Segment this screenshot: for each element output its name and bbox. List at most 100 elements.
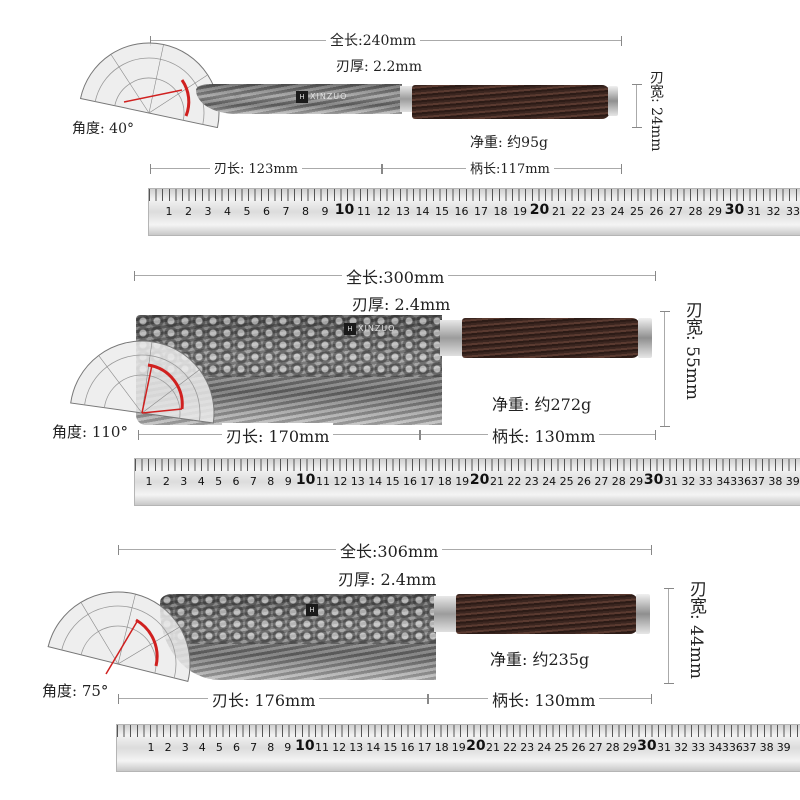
ruler-number: 28 — [688, 205, 703, 218]
ruler-number: 4 — [224, 205, 231, 218]
total-length-label: 全长:300mm — [342, 264, 449, 288]
ruler-number: 6 — [232, 475, 240, 488]
ruler-number: 34 — [716, 475, 731, 488]
ruler-number: 23 — [591, 205, 605, 218]
ruler-number: 20 — [469, 472, 490, 488]
ruler-number: 22 — [503, 741, 518, 754]
ruler-number: 6 — [263, 205, 270, 218]
ruler-number: 24 — [610, 205, 625, 218]
brand-logo: H — [306, 604, 318, 616]
ruler-number: 30 — [637, 738, 657, 754]
ruler-number: 34 — [708, 741, 723, 754]
ruler-number: 30 — [724, 202, 745, 218]
knife-1-handle — [412, 85, 610, 119]
ruler-number: 28 — [611, 475, 626, 488]
ruler-number: 11 — [315, 741, 329, 754]
ruler-number: 4 — [198, 741, 206, 754]
width-label: 刃宽: 55mm — [680, 301, 705, 401]
knife-3-blade — [160, 594, 436, 680]
ruler-number: 33 — [691, 741, 706, 754]
ruler-number: 20 — [466, 738, 486, 754]
weight-label: 净重: 约235g — [486, 646, 594, 670]
width-line — [660, 311, 670, 427]
ruler-number: 25 — [630, 205, 644, 218]
ruler-number: 14 — [368, 475, 383, 488]
ruler-number: 27 — [594, 475, 609, 488]
ruler-number: 14 — [415, 205, 430, 218]
ruler-number: 3 — [204, 205, 212, 218]
ruler-number: 19 — [451, 741, 466, 754]
blade-length-label: 刃长: 123mm — [210, 158, 302, 177]
angle-label: 角度: 110° — [52, 423, 128, 441]
thickness-label: 刃厚: 2.2mm — [332, 56, 426, 76]
ruler-number: 14 — [366, 741, 381, 754]
ruler-number: 26 — [577, 475, 591, 488]
ruler-number: 24 — [542, 475, 557, 488]
ruler-number: 3 — [180, 475, 188, 488]
ruler-number: 24 — [537, 741, 552, 754]
ruler-number: 13 — [396, 205, 410, 218]
width-line — [664, 588, 674, 684]
ruler-ticks — [117, 725, 800, 737]
knife-3-handle — [456, 594, 638, 634]
ruler-number: 10 — [334, 202, 355, 218]
blade-length-label: 刃长: 176mm — [208, 687, 320, 711]
width-line — [632, 84, 642, 128]
ruler-number: 31 — [657, 741, 671, 754]
ruler-number: 8 — [302, 205, 309, 218]
angle-label: 角度: 40° — [72, 121, 134, 137]
ruler-number: 12 — [333, 475, 348, 488]
ruler-number: 38 — [759, 741, 774, 754]
ruler-number: 23 — [524, 475, 539, 488]
ruler-number: 8 — [267, 475, 275, 488]
ruler-number: 9 — [321, 205, 329, 218]
knife-1-endcap — [608, 86, 618, 116]
ruler-number: 8 — [267, 741, 275, 754]
weight-label: 净重: 约272g — [488, 391, 596, 415]
knife-2-bolster — [440, 320, 464, 356]
ruler-number: 15 — [383, 741, 398, 754]
ruler-number: 27 — [669, 205, 683, 218]
ruler-number: 32 — [766, 205, 781, 218]
ruler-number: 21 — [486, 741, 500, 754]
ruler-number: 7 — [249, 475, 257, 488]
ruler-number: 27 — [588, 741, 603, 754]
ruler-number: 17 — [417, 741, 432, 754]
ruler-number: 16 — [403, 475, 417, 488]
ruler-number: 33 — [786, 205, 800, 218]
ruler-ticks — [135, 459, 800, 471]
knife-2-handle — [462, 318, 640, 358]
ruler-number: 3 — [181, 741, 189, 754]
ruler-number: 28 — [605, 741, 620, 754]
weight-label: 净重: 约95g — [466, 132, 552, 152]
ruler-number: 18 — [437, 475, 452, 488]
ruler-number: 25 — [554, 741, 569, 754]
ruler-number: 9 — [284, 741, 292, 754]
total-length-label: 全长:306mm — [336, 538, 443, 562]
ruler-number: 17 — [420, 475, 435, 488]
angle-label: 角度: 75° — [42, 682, 109, 700]
brand-name: XINZUO — [310, 92, 348, 101]
ruler-number: 17 — [474, 205, 488, 218]
ruler-number: 16 — [454, 205, 469, 218]
ruler-number: 29 — [708, 205, 722, 218]
ruler-number: 33 — [698, 475, 713, 488]
ruler-number: 2 — [164, 741, 172, 754]
ruler-number: 22 — [507, 475, 522, 488]
ruler-number: 21 — [552, 205, 566, 218]
ruler-number: 39 — [785, 475, 800, 488]
ruler-number: 5 — [215, 741, 223, 754]
ruler-number: 12 — [332, 741, 347, 754]
ruler-number: 23 — [520, 741, 535, 754]
ruler-number: 1 — [147, 741, 155, 754]
ruler-number: 20 — [529, 202, 550, 218]
ruler-number: 11 — [316, 475, 330, 488]
ruler-number: 22 — [571, 205, 586, 218]
handle-length-label: 柄长:117mm — [466, 158, 554, 177]
ruler-number: 18 — [434, 741, 449, 754]
knife-1-section: 全长:240mm 刃厚: 2.2mm 角度: 40° H XINZUO 刃宽: … — [0, 0, 800, 245]
knife-3-endcap — [636, 594, 650, 634]
ruler-number: 31 — [664, 475, 678, 488]
ruler-number: 30 — [643, 472, 664, 488]
